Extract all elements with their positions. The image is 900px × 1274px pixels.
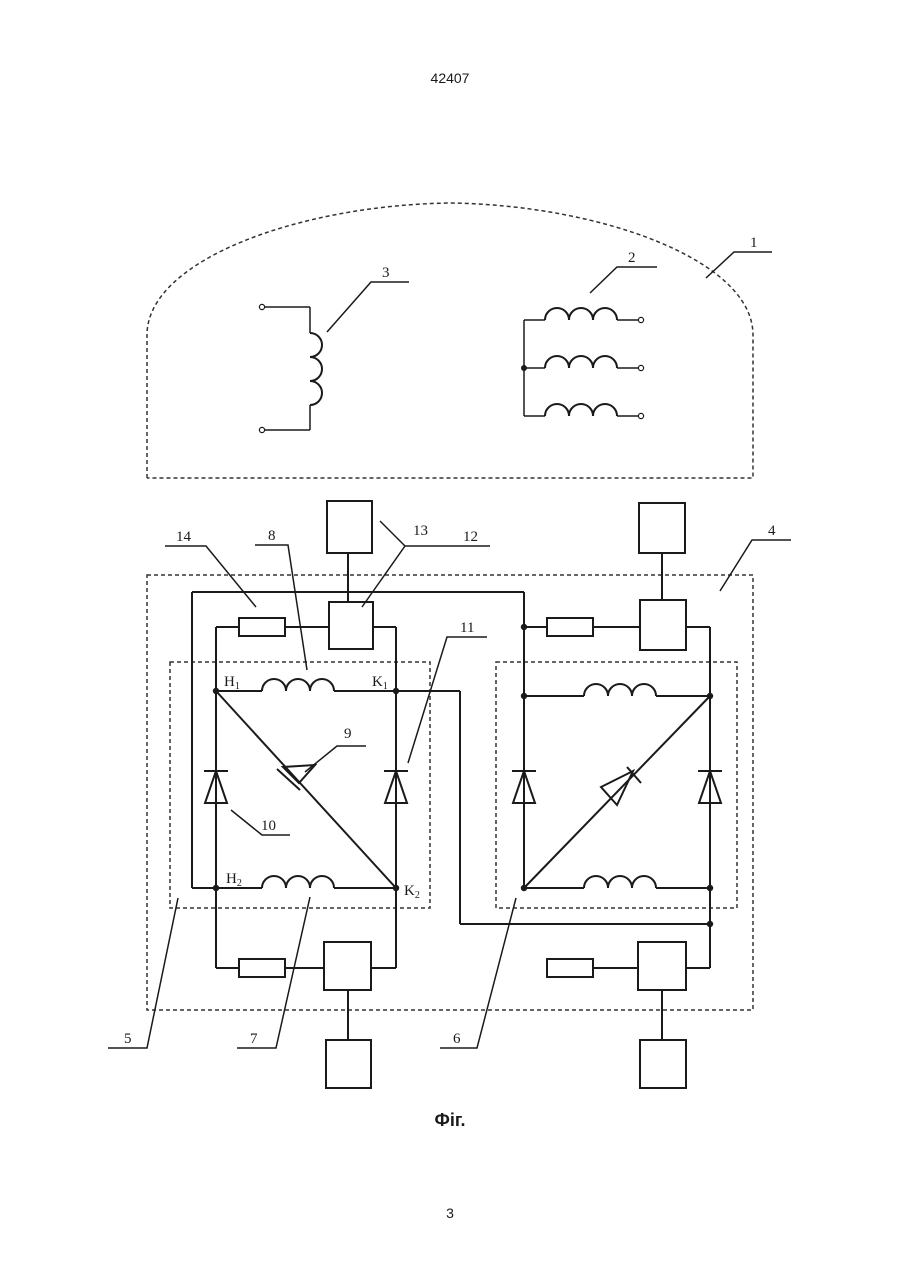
left-bridge-circuit [192, 592, 710, 977]
label-12: 12 [463, 529, 478, 545]
label-2: 2 [628, 250, 636, 266]
label-7: 7 [250, 1031, 258, 1047]
lower-right-control-block [638, 942, 686, 990]
excitation-winding [259, 304, 322, 432]
right-bridge-module-outline [496, 662, 737, 908]
upper-right-external-block [639, 503, 685, 553]
upper-left-control-block [329, 602, 373, 649]
label-10: 10 [261, 818, 276, 834]
node-k2-label: K2 [404, 883, 420, 901]
lower-left-control-block [324, 942, 371, 990]
label-5: 5 [124, 1031, 132, 1047]
label-11: 11 [460, 620, 474, 636]
label-9: 9 [344, 726, 352, 742]
page-number: 3 [0, 1205, 900, 1221]
node-k1-label: K1 [372, 674, 388, 692]
upper-left-external-block [327, 501, 372, 553]
right-bridge-circuit [512, 592, 722, 977]
upper-right-control-block [640, 600, 686, 650]
node-h1-label: H1 [224, 674, 240, 692]
label-6: 6 [453, 1031, 461, 1047]
lower-left-external-block [326, 1040, 371, 1088]
label-4: 4 [768, 523, 776, 539]
label-8: 8 [268, 528, 276, 544]
label-1: 1 [750, 235, 758, 251]
label-13: 13 [413, 523, 428, 539]
label-14: 14 [176, 529, 192, 545]
lower-right-external-block [640, 1040, 686, 1088]
figure-caption: Фіг. [0, 1110, 900, 1131]
label-3: 3 [382, 265, 390, 281]
node-h2-label: H2 [226, 871, 242, 889]
reference-leaders [108, 252, 791, 1048]
machine-housing-outline [147, 203, 753, 478]
stator-winding [521, 308, 644, 419]
